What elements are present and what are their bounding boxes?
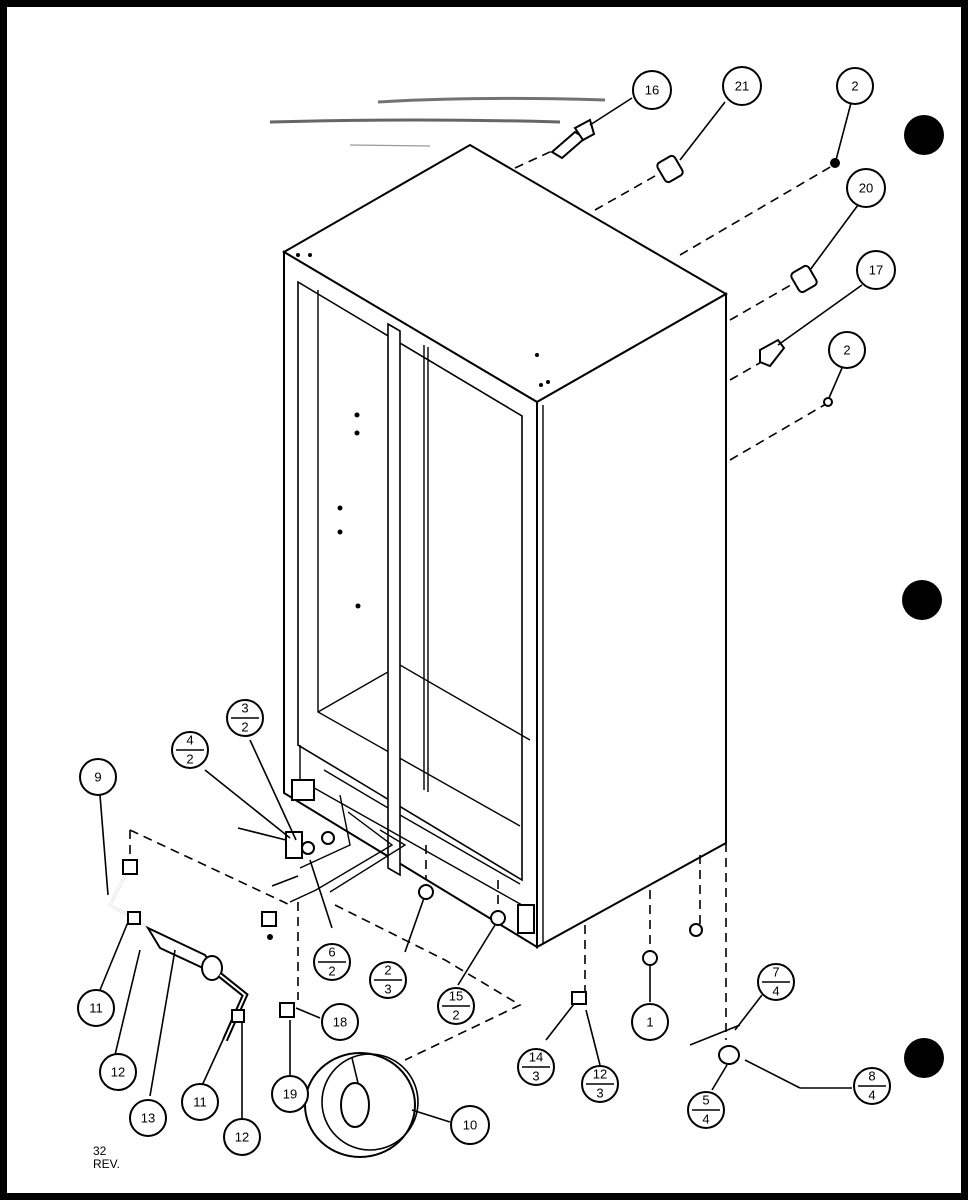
fraction-7-4-bottom: 4	[772, 983, 779, 998]
balloon-18-label: 18	[333, 1014, 347, 1029]
fraction-7-4: 7 4	[757, 963, 795, 1001]
balloon-12-right-label: 12	[235, 1129, 249, 1144]
balloon-9-label: 9	[94, 769, 101, 784]
hardware-parts	[237, 118, 840, 1089]
balloon-20-label: 20	[859, 180, 873, 195]
balloon-2-side: 2	[828, 331, 866, 369]
balloon-2-top-label: 2	[851, 78, 858, 93]
balloon-21: 21	[722, 66, 762, 106]
balloon-11-left: 11	[77, 989, 115, 1027]
balloon-19: 19	[271, 1075, 309, 1113]
fraction-14-3-top: 14	[529, 1049, 543, 1064]
page-code: 32	[93, 1144, 107, 1158]
fraction-5-4-bottom: 4	[702, 1111, 709, 1126]
fraction-4-2-bottom: 2	[186, 751, 193, 766]
balloon-17: 17	[856, 250, 896, 290]
balloon-19-label: 19	[283, 1086, 297, 1101]
drain-pan	[304, 1052, 419, 1158]
balloon-16-label: 16	[645, 82, 659, 97]
balloon-12-left-label: 12	[111, 1064, 125, 1079]
balloon-10-label: 10	[463, 1117, 477, 1132]
fraction-3-2: 3 2	[226, 699, 264, 737]
fraction-15-2-top: 15	[449, 988, 463, 1003]
fraction-15-2: 15 2	[437, 987, 475, 1025]
balloon-18: 18	[321, 1003, 359, 1041]
binder-hole	[904, 1038, 944, 1078]
fraction-2-3-top: 2	[384, 962, 391, 977]
binder-hole	[902, 580, 942, 620]
cabinet	[282, 143, 729, 949]
fraction-8-4-top: 8	[868, 1068, 875, 1083]
fraction-3-2-bottom: 2	[241, 719, 248, 734]
fraction-14-3-bottom: 3	[532, 1068, 539, 1083]
balloon-13-label: 13	[141, 1110, 155, 1125]
fraction-5-4: 5 4	[687, 1091, 725, 1129]
fraction-15-2-bottom: 2	[452, 1007, 459, 1022]
page-revision: REV.	[93, 1157, 120, 1171]
balloon-16: 16	[632, 70, 672, 110]
fraction-2-3: 2 3	[369, 961, 407, 999]
balloon-12-left: 12	[99, 1053, 137, 1091]
balloon-2-side-label: 2	[843, 342, 850, 357]
balloon-12-right: 12	[223, 1118, 261, 1156]
header-smudge	[269, 96, 606, 147]
balloon-10: 10	[450, 1105, 490, 1145]
drain-tubing	[129, 794, 727, 1061]
fraction-12-3-top: 12	[593, 1066, 607, 1081]
balloon-17-label: 17	[869, 262, 883, 277]
balloon-9: 9	[79, 758, 117, 796]
balloon-2-top: 2	[836, 67, 874, 105]
fraction-12-3-bottom: 3	[596, 1085, 603, 1100]
balloon-1: 1	[631, 1003, 669, 1041]
fraction-6-2-bottom: 2	[328, 963, 335, 978]
balloon-20: 20	[846, 168, 886, 208]
balloon-11-left-label: 11	[89, 1000, 103, 1015]
fraction-7-4-top: 7	[772, 964, 779, 979]
balloon-13: 13	[129, 1099, 167, 1137]
fraction-6-2: 6 2	[313, 943, 351, 981]
balloon-11-right-label: 11	[193, 1094, 207, 1109]
fraction-12-3: 12 3	[581, 1065, 619, 1103]
fraction-4-2-top: 4	[186, 732, 193, 747]
fraction-6-2-top: 6	[328, 944, 335, 959]
balloon-1-label: 1	[646, 1014, 653, 1029]
balloon-21-label: 21	[735, 78, 749, 93]
leader-lines	[99, 97, 863, 1123]
fraction-8-4: 8 4	[853, 1067, 891, 1105]
drain-tube-assembly	[108, 859, 249, 1042]
fraction-5-4-top: 5	[702, 1092, 709, 1107]
fraction-4-2: 4 2	[171, 731, 209, 769]
binder-hole	[904, 115, 944, 155]
fraction-2-3-bottom: 3	[384, 981, 391, 996]
fraction-8-4-bottom: 4	[868, 1087, 875, 1102]
fraction-14-3: 14 3	[517, 1048, 555, 1086]
fraction-3-2-top: 3	[241, 700, 248, 715]
balloon-11-right: 11	[181, 1083, 219, 1121]
